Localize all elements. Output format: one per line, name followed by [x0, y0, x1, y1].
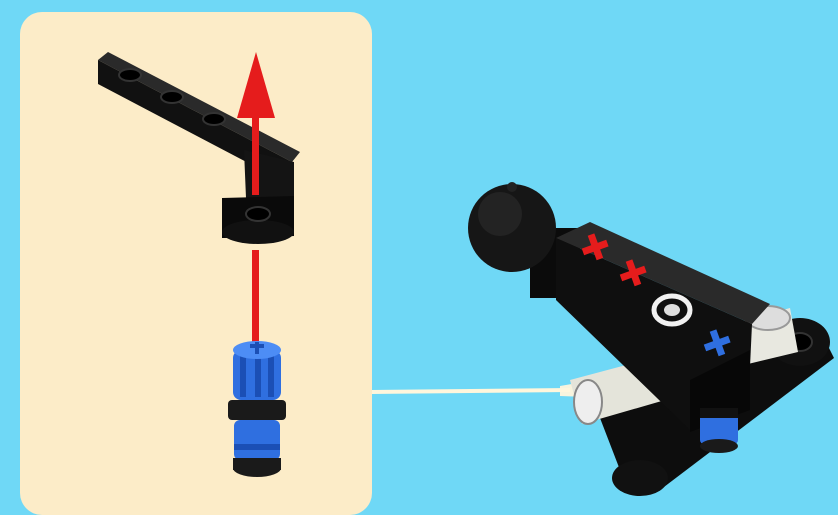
callout-pointer-line — [372, 388, 570, 394]
liftarm-part — [98, 52, 300, 244]
assembled-blue-pin — [700, 408, 738, 453]
blue-axle-pin — [228, 341, 286, 477]
assembly-model — [468, 182, 834, 496]
